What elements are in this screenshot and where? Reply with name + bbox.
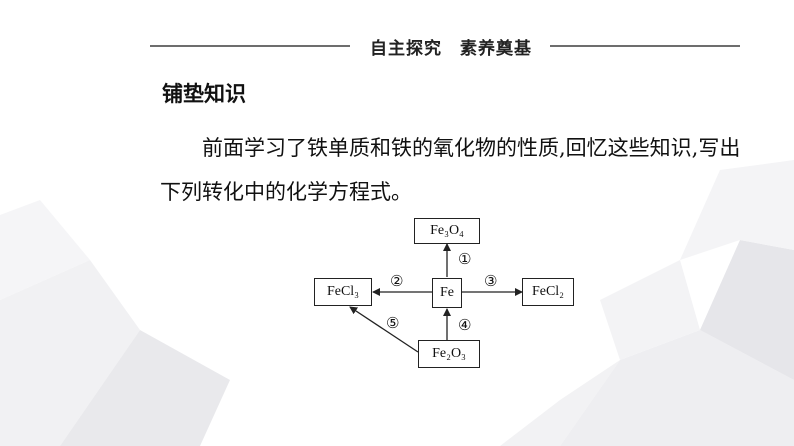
node-fe: Fe bbox=[432, 278, 462, 308]
header-title: 自主探究 素养奠基 bbox=[370, 38, 532, 59]
step-label-5: ⑤ bbox=[386, 314, 400, 332]
intro-paragraph: 前面学习了铁单质和铁的氧化物的性质,回忆这些知识,写出下列转化中的化学方程式。 bbox=[160, 136, 741, 204]
section-header: 自主探究 素养奠基 bbox=[150, 34, 740, 59]
node-fe3o4: Fe₃O₄ bbox=[414, 218, 480, 244]
step-label-4: ④ bbox=[458, 316, 472, 334]
step-label-3: ③ bbox=[484, 272, 498, 290]
node-fecl2: FeCl₂ bbox=[522, 278, 574, 306]
header-divider-left bbox=[150, 45, 350, 47]
diagram-arrows bbox=[349, 243, 523, 353]
header-divider-right bbox=[550, 45, 740, 47]
node-fecl3: FeCl₃ bbox=[314, 278, 372, 306]
conversion-diagram: Fe₃O₄ FeCl₃ Fe FeCl₂ Fe₂O₃ ① ② ③ ④ ⑤ bbox=[312, 214, 574, 369]
node-fe2o3: Fe₂O₃ bbox=[418, 340, 480, 368]
step-label-1: ① bbox=[458, 250, 472, 268]
arrow-fe2o3-to-fecl3 bbox=[349, 306, 419, 353]
step-label-2: ② bbox=[390, 272, 404, 290]
section-title: 铺垫知识 bbox=[162, 82, 246, 106]
